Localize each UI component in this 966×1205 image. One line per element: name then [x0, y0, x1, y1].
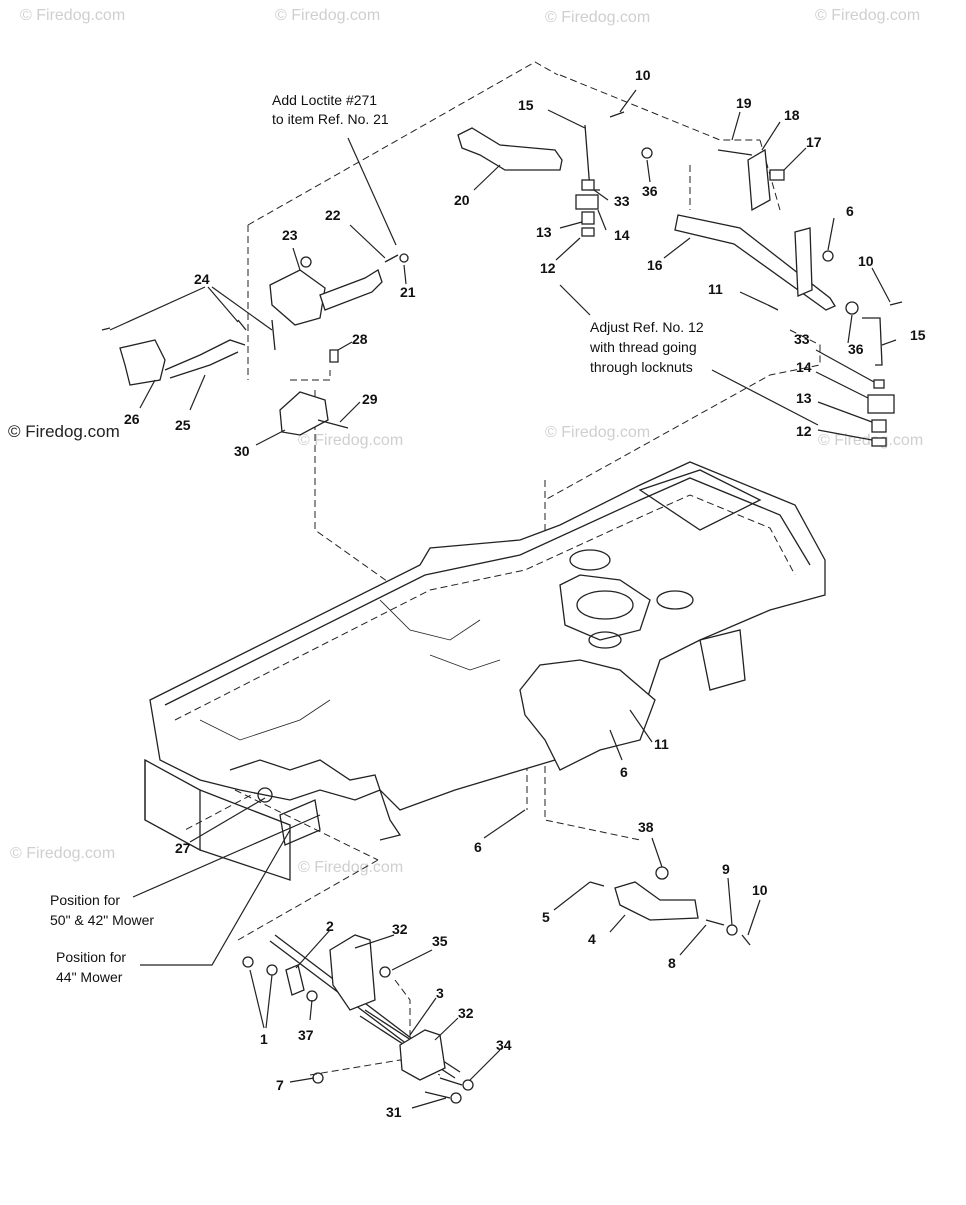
note-loctite-line1: Add Loctite #271: [272, 92, 377, 108]
callout-label: 16: [647, 257, 663, 273]
callout-label: 20: [454, 192, 470, 208]
chassis-frame: [144, 461, 826, 881]
callout-label: 24: [194, 271, 210, 287]
note-position-50-line1: Position for: [50, 892, 120, 908]
callout-label: 36: [642, 183, 658, 199]
callout-label: 3: [436, 985, 444, 1001]
callout-label: 10: [858, 253, 874, 269]
callout-label: 34: [496, 1037, 512, 1053]
left-assembly-parts: [101, 253, 409, 436]
callout-label: 35: [432, 933, 448, 949]
watermark: © Firedog.com: [815, 7, 920, 24]
callout-label: 6: [620, 764, 628, 780]
callout-label: 8: [668, 955, 676, 971]
callout-label: 37: [298, 1027, 314, 1043]
watermark: © Firedog.com: [818, 432, 923, 449]
callout-label: 14: [796, 359, 812, 375]
watermark: © Firedog.com: [298, 432, 403, 449]
note-position-44-line2: 44" Mower: [56, 969, 123, 985]
callout-label: 12: [796, 423, 812, 439]
callout-label: 14: [614, 227, 630, 243]
watermark: © Firedog.com: [545, 9, 650, 26]
callout-label: 6: [474, 839, 482, 855]
callout-label: 13: [536, 224, 552, 240]
annotation-notes: Add Loctite #271 to item Ref. No. 21 Adj…: [50, 92, 704, 985]
callout-label: 6: [846, 203, 854, 219]
callout-label: 12: [540, 260, 556, 276]
callout-label: 29: [362, 391, 378, 407]
brand-logo: © Firedog.com: [8, 422, 120, 441]
callout-label: 27: [175, 840, 191, 856]
callout-label: 15: [518, 97, 534, 113]
watermark: © Firedog.com: [298, 859, 403, 876]
callout-label: 2: [326, 918, 334, 934]
watermark: © Firedog.com: [10, 845, 115, 862]
lift-linkage-parts: [457, 111, 903, 447]
callout-label: 11: [708, 281, 723, 297]
watermark: © Firedog.com: [545, 424, 650, 441]
callout-label: 23: [282, 227, 298, 243]
callout-label: 15: [910, 327, 926, 343]
callout-label: 10: [752, 882, 768, 898]
callout-label: 25: [175, 417, 191, 433]
note-position-50-line2: 50" & 42" Mower: [50, 912, 154, 928]
callout-label: 21: [400, 284, 416, 300]
callout-label: 10: [635, 67, 651, 83]
note-adjust-line1: Adjust Ref. No. 12: [590, 319, 704, 335]
part-callouts: 10 15 19 18 17 20 33 36 13 14 12 6 16 10…: [124, 67, 926, 1120]
callout-label: 17: [806, 134, 822, 150]
callout-label: 18: [784, 107, 800, 123]
watermarks: © Firedog.com © Firedog.com © Firedog.co…: [10, 7, 923, 876]
callout-label: 32: [392, 921, 408, 937]
callout-label: 4: [588, 931, 596, 947]
callout-label: 5: [542, 909, 550, 925]
callout-label: 7: [276, 1077, 284, 1093]
callout-label: 26: [124, 411, 140, 427]
lower-assembly-parts: [242, 866, 751, 1104]
watermark: © Firedog.com: [275, 7, 380, 24]
callout-label: 19: [736, 95, 752, 111]
note-adjust-line3: through locknuts: [590, 359, 693, 375]
callout-label: 33: [794, 331, 810, 347]
callout-label: 38: [638, 819, 654, 835]
callout-label: 33: [614, 193, 630, 209]
note-loctite-line2: to item Ref. No. 21: [272, 111, 389, 127]
callout-label: 30: [234, 443, 250, 459]
callout-label: 13: [796, 390, 812, 406]
note-position-44-line1: Position for: [56, 949, 126, 965]
callout-label: 9: [722, 861, 730, 877]
callout-label: 28: [352, 331, 368, 347]
callout-label: 36: [848, 341, 864, 357]
callout-label: 31: [386, 1104, 402, 1120]
note-adjust-line2: with thread going: [589, 339, 697, 355]
leader-lines: [109, 89, 897, 1109]
callout-label: 11: [654, 736, 669, 752]
callout-label: 1: [260, 1031, 268, 1047]
callout-label: 32: [458, 1005, 474, 1021]
watermark: © Firedog.com: [20, 7, 125, 24]
callout-label: 22: [325, 207, 341, 223]
